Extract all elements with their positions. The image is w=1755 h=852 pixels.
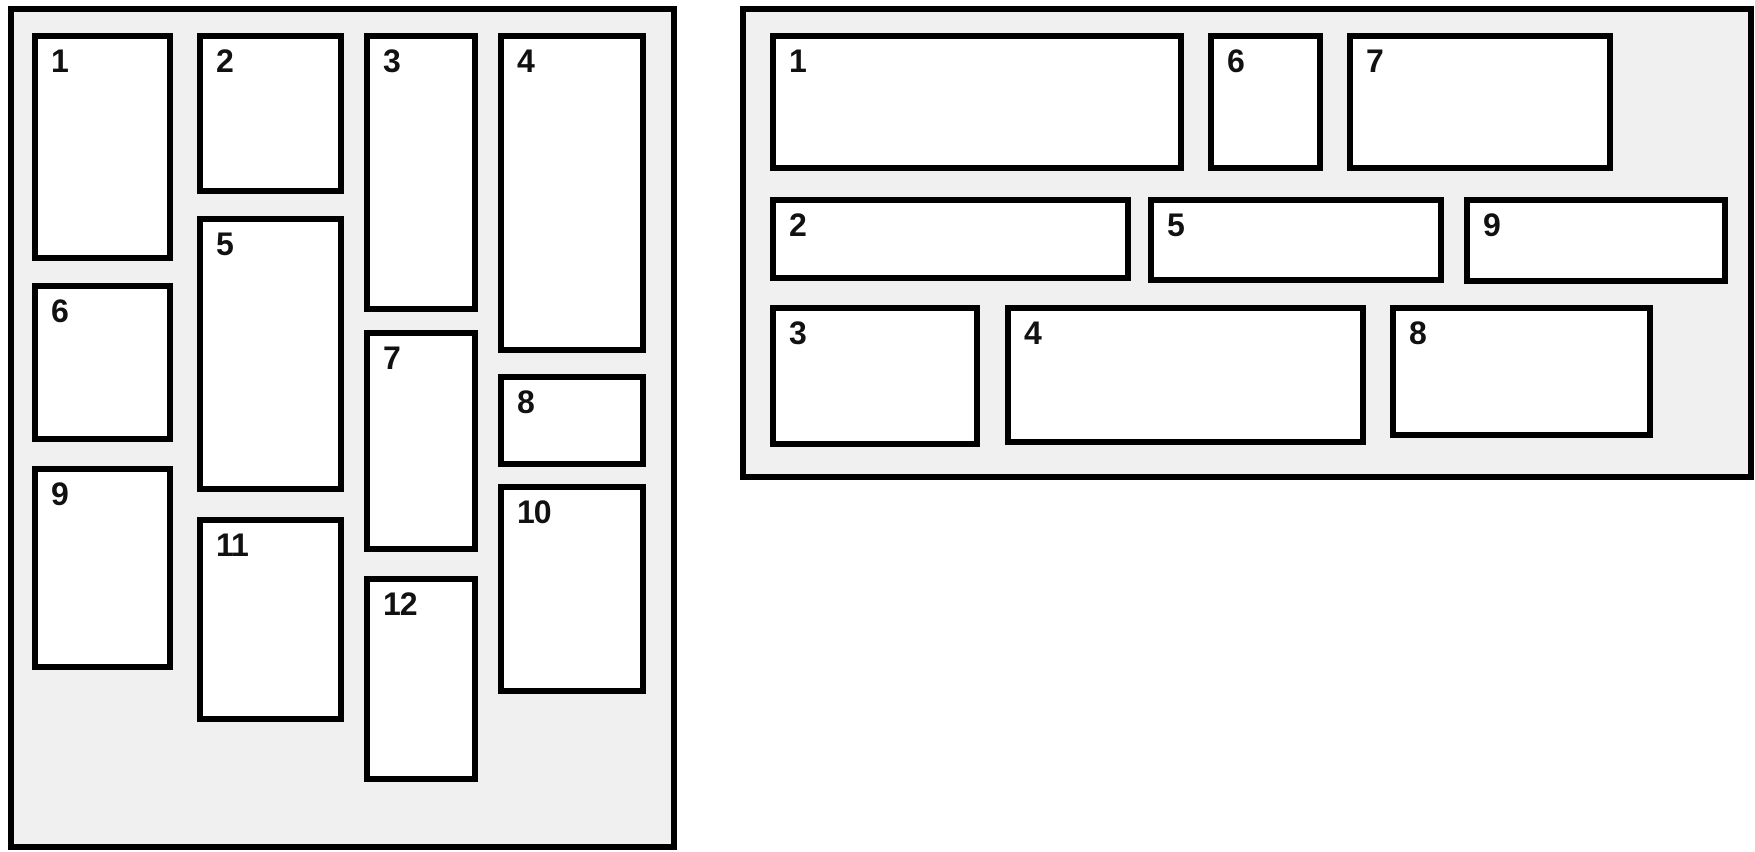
masonry-item-label: 2 bbox=[789, 207, 807, 243]
masonry-item-label: 1 bbox=[789, 43, 807, 79]
masonry-item-label: 4 bbox=[1024, 315, 1042, 351]
masonry-item-2: 2 bbox=[197, 33, 344, 194]
masonry-item-label: 10 bbox=[517, 494, 552, 530]
masonry-item-label: 9 bbox=[51, 476, 69, 512]
masonry-item-label: 5 bbox=[216, 226, 234, 262]
masonry-item-label: 8 bbox=[1409, 315, 1427, 351]
masonry-item-1: 1 bbox=[32, 33, 173, 261]
masonry-item-label: 4 bbox=[517, 43, 535, 79]
masonry-item-9: 9 bbox=[1464, 197, 1728, 284]
masonry-item-7: 7 bbox=[364, 330, 478, 552]
masonry-item-label: 9 bbox=[1483, 207, 1501, 243]
masonry-item-label: 6 bbox=[51, 293, 69, 329]
masonry-item-label: 2 bbox=[216, 43, 234, 79]
masonry-item-5: 5 bbox=[1148, 197, 1444, 283]
masonry-item-9: 9 bbox=[32, 466, 173, 670]
masonry-item-label: 12 bbox=[383, 586, 418, 622]
horizontal-masonry-panel: 1 6 7 2 5 9 3 4 8 bbox=[740, 6, 1754, 480]
masonry-item-label: 11 bbox=[216, 527, 249, 563]
masonry-item-3: 3 bbox=[770, 305, 980, 447]
masonry-item-label: 3 bbox=[383, 43, 401, 79]
masonry-item-2: 2 bbox=[770, 197, 1131, 281]
masonry-item-1: 1 bbox=[770, 33, 1184, 171]
masonry-item-8: 8 bbox=[498, 374, 646, 467]
masonry-item-11: 11 bbox=[197, 517, 344, 722]
masonry-item-10: 10 bbox=[498, 484, 646, 694]
masonry-item-label: 3 bbox=[789, 315, 807, 351]
masonry-item-12: 12 bbox=[364, 576, 478, 782]
masonry-item-label: 8 bbox=[517, 384, 535, 420]
masonry-item-6: 6 bbox=[1208, 33, 1323, 171]
masonry-item-4: 4 bbox=[1005, 305, 1366, 445]
masonry-item-6: 6 bbox=[32, 283, 173, 442]
masonry-item-label: 7 bbox=[1366, 43, 1384, 79]
masonry-item-label: 6 bbox=[1227, 43, 1245, 79]
masonry-item-5: 5 bbox=[197, 216, 344, 492]
masonry-item-label: 5 bbox=[1167, 207, 1185, 243]
masonry-item-3: 3 bbox=[364, 33, 478, 312]
masonry-item-label: 7 bbox=[383, 340, 401, 376]
masonry-item-4: 4 bbox=[498, 33, 646, 353]
vertical-masonry-panel: 1 2 3 4 5 6 7 8 9 10 11 bbox=[8, 6, 677, 850]
masonry-item-label: 1 bbox=[51, 43, 69, 79]
masonry-item-7: 7 bbox=[1347, 33, 1613, 171]
masonry-item-8: 8 bbox=[1390, 305, 1653, 438]
